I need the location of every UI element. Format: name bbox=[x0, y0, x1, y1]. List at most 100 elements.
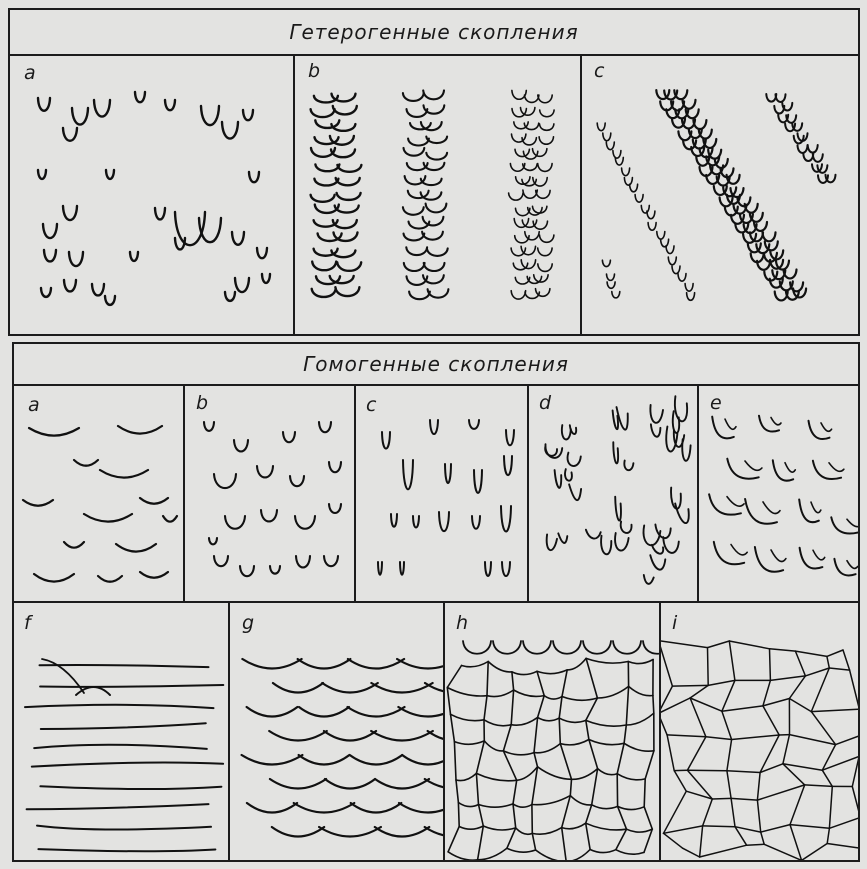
cusp-mark bbox=[332, 94, 356, 102]
cusp-mark bbox=[504, 456, 512, 475]
cusp-mark bbox=[540, 110, 554, 117]
net-edge bbox=[559, 697, 562, 719]
cusp-mark bbox=[330, 136, 354, 145]
hook-mark bbox=[655, 525, 670, 539]
polygon-edge bbox=[667, 735, 706, 737]
cusp-mark bbox=[69, 252, 83, 266]
wavy-line bbox=[27, 804, 209, 809]
cusp-mark bbox=[511, 291, 525, 299]
hook-mark bbox=[651, 424, 661, 436]
cusp-mark bbox=[622, 168, 630, 176]
polygon-edge bbox=[664, 791, 687, 833]
cusp-mark bbox=[422, 232, 443, 240]
cusp-mark bbox=[403, 93, 424, 101]
cusp-mark bbox=[426, 153, 447, 160]
cusp-mark bbox=[538, 164, 552, 172]
net-cusp bbox=[463, 641, 491, 654]
polygon-edge bbox=[783, 735, 790, 764]
cusp-mark bbox=[630, 184, 638, 192]
hook-mark bbox=[615, 497, 621, 521]
cusp-mark bbox=[333, 106, 357, 114]
cusp-mark bbox=[243, 110, 253, 120]
polygon-edge bbox=[708, 641, 730, 648]
curved-cusp-mark bbox=[771, 418, 781, 425]
polygon-edge bbox=[795, 651, 827, 656]
cusp-mark bbox=[539, 137, 553, 144]
arc-mark bbox=[116, 544, 156, 552]
polygon-edge bbox=[727, 740, 732, 771]
net-edge bbox=[617, 743, 624, 773]
polygon-edge bbox=[683, 848, 700, 857]
hook-mark bbox=[615, 533, 629, 551]
regular-arc bbox=[402, 755, 443, 765]
cusp-mark bbox=[403, 207, 424, 215]
cusp-mark bbox=[324, 556, 338, 566]
regular-arc bbox=[428, 731, 443, 741]
net-edge bbox=[484, 720, 511, 726]
net-edge bbox=[532, 833, 535, 850]
arc-mark bbox=[23, 500, 53, 506]
polygon-edge bbox=[700, 826, 703, 857]
cusp-mark bbox=[337, 193, 361, 200]
cusp-mark bbox=[403, 460, 413, 489]
hook-mark bbox=[650, 555, 665, 569]
net-edge bbox=[456, 773, 476, 780]
cusp-mark bbox=[469, 420, 479, 429]
curved-cusp-mark bbox=[771, 550, 786, 562]
cusp-mark bbox=[509, 193, 523, 200]
net-edge bbox=[644, 807, 652, 829]
regular-arc bbox=[351, 803, 402, 813]
regular-arc bbox=[272, 827, 324, 837]
hook-mark bbox=[675, 396, 687, 421]
polygon-edge bbox=[829, 786, 832, 828]
cusp-mark bbox=[792, 123, 802, 131]
net-edge bbox=[628, 660, 653, 664]
net-edge bbox=[458, 803, 478, 807]
polygon-edge bbox=[722, 680, 735, 711]
polygon-edge bbox=[761, 832, 765, 844]
polygon-edge bbox=[687, 737, 706, 770]
cusp-mark bbox=[295, 516, 315, 529]
cusp-mark bbox=[257, 466, 273, 477]
polygon-edge bbox=[667, 735, 674, 771]
cusp-mark bbox=[533, 206, 547, 213]
heterogeneous-title: Гетерогенные скопления bbox=[8, 10, 860, 54]
net-edge bbox=[562, 823, 586, 829]
arc-mark bbox=[140, 498, 168, 504]
net-edge bbox=[570, 796, 591, 805]
net-edge bbox=[653, 696, 654, 714]
cusp-mark bbox=[521, 246, 535, 254]
regular-arc bbox=[348, 707, 405, 717]
hook-mark bbox=[555, 470, 562, 488]
cusp-mark bbox=[404, 234, 425, 241]
hook-mark bbox=[613, 442, 618, 463]
arc-mark bbox=[118, 426, 162, 434]
hook-mark bbox=[568, 453, 581, 466]
net-edge bbox=[454, 741, 484, 744]
wavy-line bbox=[40, 685, 223, 687]
cusp-mark bbox=[72, 108, 88, 125]
polygon-edge bbox=[687, 770, 727, 771]
net-edge bbox=[487, 662, 488, 696]
net-edge bbox=[503, 751, 534, 755]
hook-mark bbox=[547, 534, 557, 550]
net-edge bbox=[537, 671, 544, 695]
cusp-mark bbox=[105, 296, 115, 305]
hook-mark bbox=[644, 575, 654, 584]
curved-cusp-mark bbox=[813, 550, 825, 560]
regular-arc bbox=[269, 731, 327, 741]
cusp-mark bbox=[506, 430, 514, 445]
cusp-mark bbox=[337, 165, 361, 172]
cusp-mark bbox=[130, 252, 138, 261]
net-edge bbox=[512, 671, 537, 674]
net-edge bbox=[590, 850, 616, 853]
hook-mark bbox=[601, 536, 611, 555]
cusp-mark bbox=[678, 274, 686, 282]
polygon-edge bbox=[722, 706, 763, 711]
net-edge bbox=[517, 767, 538, 781]
polygon-edge bbox=[763, 706, 779, 735]
cusp-mark bbox=[525, 95, 539, 102]
regular-arc bbox=[425, 779, 443, 789]
net-edge bbox=[532, 796, 570, 805]
